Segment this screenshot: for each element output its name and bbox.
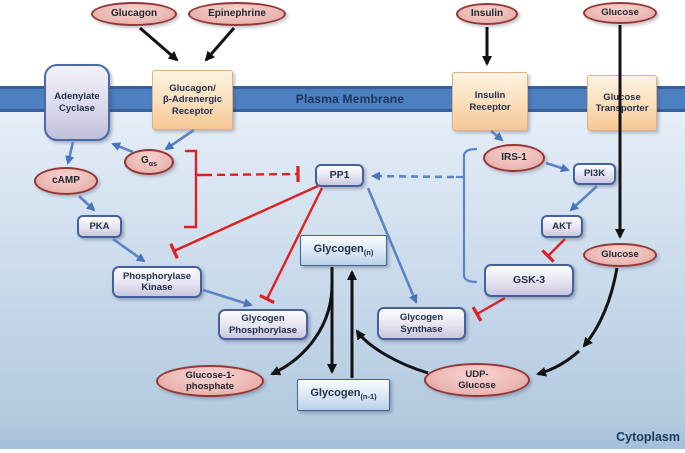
node-irs1: IRS-1 — [483, 144, 545, 172]
node-glucose-transporter: Glucose Transporter — [587, 75, 657, 131]
node-glycogen-phosphorylase: Glycogen Phosphorylase — [218, 309, 308, 340]
node-gsk3: GSK-3 — [484, 264, 574, 297]
node-glucagon: Glucagon — [91, 2, 177, 26]
arrow-epinephrine-to-receptor — [204, 27, 236, 62]
node-phosphorylase-kinase: Phosphorylase Kinase — [112, 266, 202, 298]
node-glycogen-n: Glycogen(n) — [300, 235, 387, 266]
node-adenylate-cyclase: Adenylate Cyclase — [44, 64, 110, 141]
node-epinephrine: Epinephrine — [188, 2, 286, 26]
node-glucose-1-phosphate: Glucose-1- phosphate — [156, 365, 264, 397]
node-glucagon-receptor: Glucagon/ β-Adrenergic Receptor — [152, 70, 233, 130]
node-pp1: PP1 — [315, 164, 364, 187]
node-akt: AKT — [541, 215, 583, 238]
node-pi3k: PI3K — [573, 163, 616, 185]
cytoplasm-label: Cytoplasm — [616, 430, 680, 444]
node-glucose-extracellular: Glucose — [583, 2, 657, 24]
node-camp: cAMP — [34, 167, 98, 195]
plasma-membrane-band — [0, 86, 685, 112]
node-insulin-receptor: Insulin Receptor — [452, 72, 528, 131]
node-glycogen-n-minus-1: Glycogen(n-1) — [297, 379, 390, 411]
arrow-glucagon-to-receptor — [139, 26, 179, 62]
node-glycogen-synthase: Glycogen Synthase — [377, 307, 466, 340]
plasma-membrane-label: Plasma Membrane — [295, 92, 405, 106]
node-gas: Gαs — [124, 149, 174, 175]
node-glucose-cytoplasm: Glucose — [583, 243, 657, 267]
node-insulin: Insulin — [456, 3, 518, 25]
node-pka: PKA — [77, 215, 122, 238]
node-udp-glucose: UDP- Glucose — [424, 363, 530, 397]
